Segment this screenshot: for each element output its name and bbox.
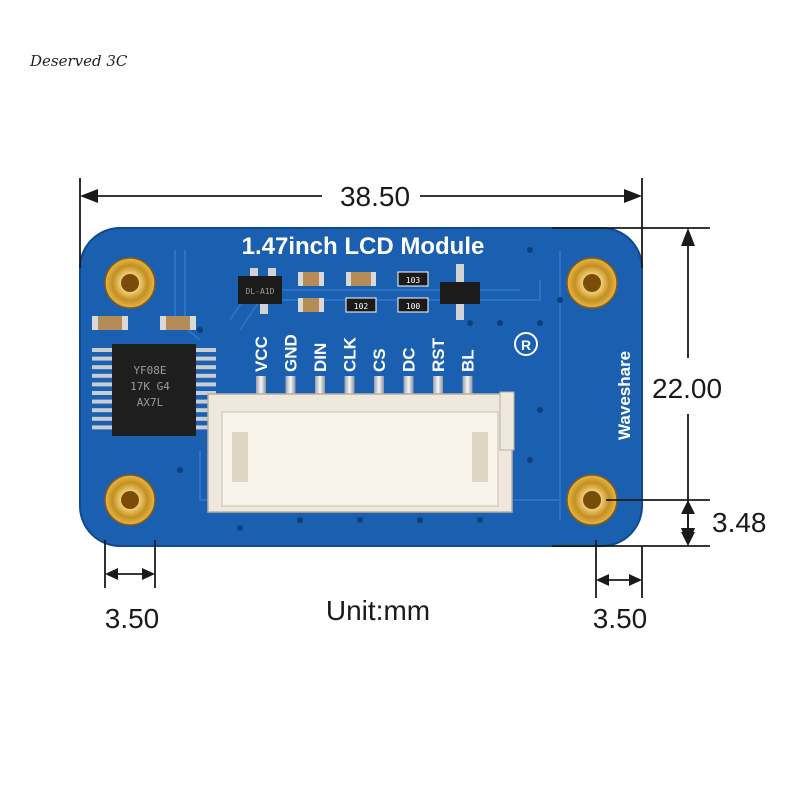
ic-pin-left bbox=[92, 391, 114, 395]
ic-pin-right bbox=[194, 356, 216, 361]
ic-pin-right bbox=[194, 391, 216, 395]
mounting-hole-top-right bbox=[566, 257, 618, 309]
ic-marking-line-2: 17K G4 bbox=[130, 380, 170, 393]
smd-capacitor-2 bbox=[298, 298, 324, 312]
watermark: Deserved 3C bbox=[30, 52, 128, 70]
resistor-marking-100: 100 bbox=[406, 302, 421, 311]
ic-pin-left bbox=[92, 365, 114, 370]
registered-mark-letter: R bbox=[521, 337, 531, 353]
smd-capacitor-1 bbox=[298, 272, 324, 286]
smd-capacitor-left-2 bbox=[160, 316, 196, 330]
connector-housing bbox=[207, 391, 515, 513]
ic-pin-left bbox=[92, 408, 114, 413]
pin-label-cs: CS bbox=[370, 348, 389, 372]
pin-labels: VCC GND DIN CLK CS DC RST BL bbox=[252, 334, 478, 372]
mounting-hole-bottom-left bbox=[104, 474, 156, 526]
dimension-hole-bottom-label: 3.48 bbox=[712, 507, 767, 538]
dimension-hole-right-label: 3.50 bbox=[593, 603, 648, 634]
ic-pin-left bbox=[92, 382, 114, 387]
resistor-marking-102: 102 bbox=[354, 302, 369, 311]
unit-label: Unit:mm bbox=[326, 595, 430, 626]
ic-pin-left bbox=[92, 399, 114, 404]
module-title: 1.47inch LCD Module bbox=[242, 233, 485, 260]
ic-pin-left bbox=[92, 348, 114, 352]
smd-resistor-103: 103 bbox=[397, 271, 429, 287]
ic-pin-right bbox=[194, 348, 216, 352]
pin-label-rst: RST bbox=[429, 337, 448, 372]
smd-capacitor-left-1 bbox=[92, 316, 128, 330]
dimension-width-label: 38.50 bbox=[340, 181, 410, 212]
smd-capacitor-3 bbox=[346, 272, 376, 286]
dimension-height-label: 22.00 bbox=[652, 373, 722, 404]
dimension-hole-left-label: 3.50 bbox=[105, 603, 160, 634]
pin-label-gnd: GND bbox=[282, 334, 301, 372]
ic-pin-right bbox=[194, 425, 216, 430]
transistor-component: DL-A1D bbox=[238, 268, 282, 314]
ic-pin-right bbox=[194, 373, 216, 378]
pin-label-clk: CLK bbox=[341, 336, 360, 372]
mounting-hole-bottom-right bbox=[566, 474, 618, 526]
ic-pin-right bbox=[194, 416, 216, 421]
ic-pin-right bbox=[194, 382, 216, 387]
resistor-marking-103: 103 bbox=[406, 276, 421, 285]
ic-pin-left bbox=[92, 425, 114, 430]
brand-label: Waveshare bbox=[615, 351, 634, 440]
ic-pin-right bbox=[194, 365, 216, 370]
ic-pin-left bbox=[92, 356, 114, 361]
pin-label-din: DIN bbox=[311, 343, 330, 372]
registered-mark-circle bbox=[514, 332, 538, 356]
ic-pin-left bbox=[92, 416, 114, 421]
transistor-marking: DL-A1D bbox=[246, 287, 275, 296]
ic-marking-line-3: AX7L bbox=[137, 396, 164, 409]
smd-resistor-100: 100 bbox=[397, 297, 429, 313]
pin-label-bl: BL bbox=[459, 349, 478, 372]
pin-label-dc: DC bbox=[400, 347, 419, 372]
ic-pin-right bbox=[194, 408, 216, 413]
dimension-lines bbox=[79, 178, 710, 598]
pin-label-vcc: VCC bbox=[252, 336, 271, 372]
level-shifter-ic: YF08E 17K G4 AX7L bbox=[92, 344, 216, 436]
pcb-vias bbox=[177, 247, 563, 531]
ic-pin-right bbox=[194, 399, 216, 404]
ic-marking-line-1: YF08E bbox=[133, 364, 166, 377]
mosfet-component bbox=[440, 264, 480, 320]
ic-pin-left bbox=[92, 373, 114, 378]
smd-resistor-102: 102 bbox=[345, 297, 377, 313]
mounting-hole-top-left bbox=[104, 257, 156, 309]
